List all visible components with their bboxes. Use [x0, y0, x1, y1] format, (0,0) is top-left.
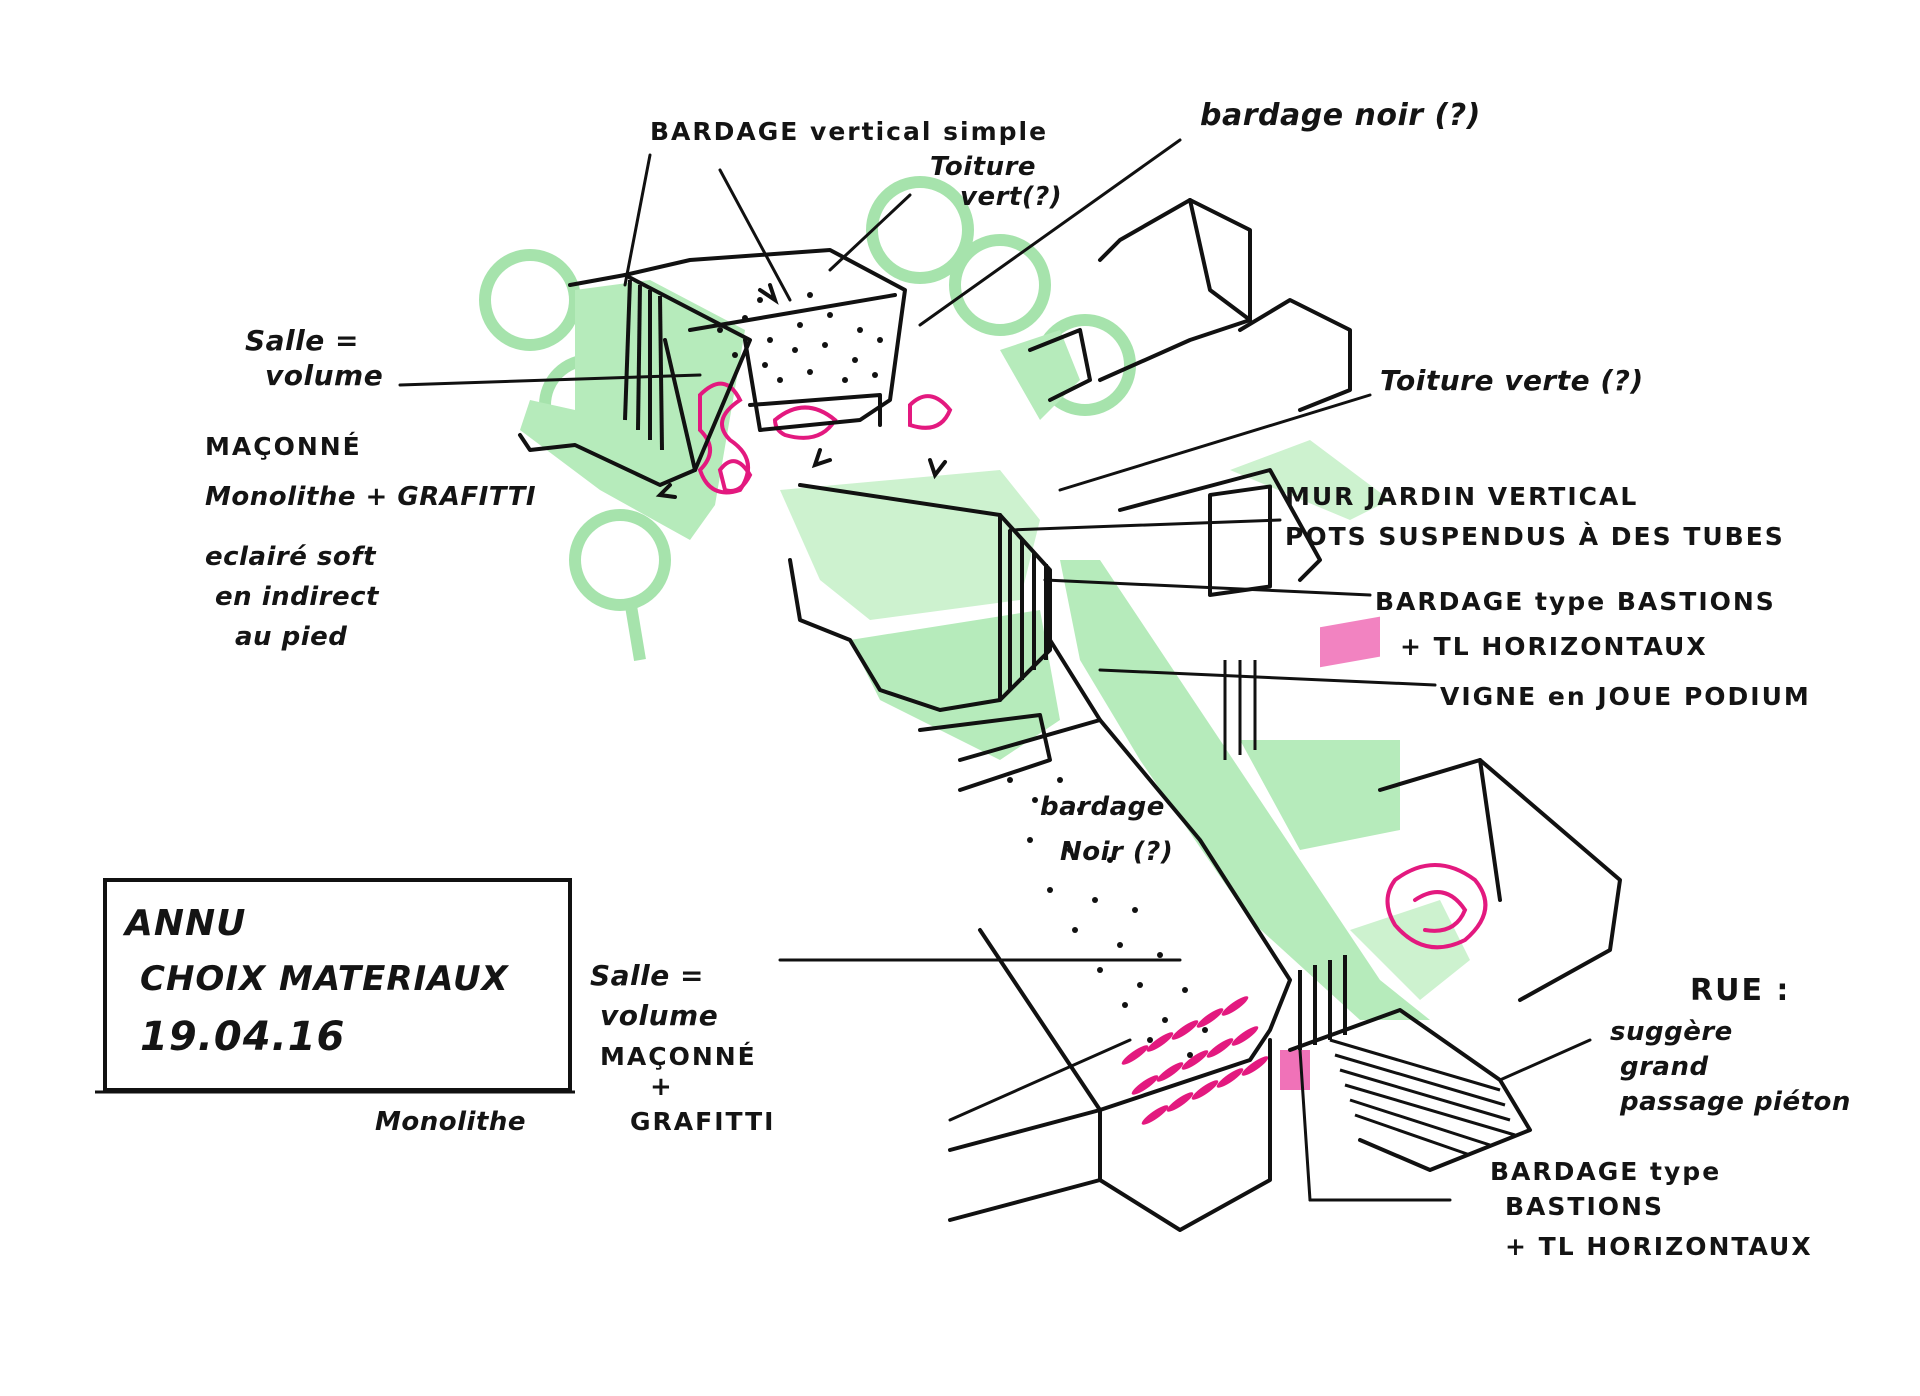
- label-toiture-vert-2: vert(?): [960, 182, 1062, 212]
- label-vigne-podium: VIGNE en JOUE PODIUM: [1440, 682, 1811, 711]
- label-salle-bottom-4: +: [650, 1072, 673, 1102]
- label-monolithe-grafitti-left: Monolithe + GRAFITTI: [205, 482, 536, 512]
- title-box-line-3: 19.04.16: [140, 1014, 345, 1060]
- tree-left-1: [479, 249, 581, 351]
- leader-lines: [398, 138, 1592, 1202]
- label-bardage-tasseaux-1b: + TL HORIZONTAUX: [1400, 632, 1708, 661]
- label-salle-left-1: Salle =: [245, 324, 359, 357]
- title-box-line-2: CHOIX MATERIAUX: [140, 959, 510, 999]
- label-eclairage-1: eclairé soft: [205, 542, 377, 572]
- label-salle-bottom-1: Salle =: [590, 959, 704, 992]
- label-maconne-left: MAÇONNÉ: [205, 432, 362, 461]
- dot-texture: [717, 292, 1208, 1058]
- tree-top-1: [866, 176, 974, 284]
- grafitti-layer: [697, 381, 1488, 1125]
- label-salle-bottom-5: GRAFITTI: [630, 1107, 775, 1136]
- label-bardage-tasseaux-2b: BASTIONS: [1505, 1192, 1664, 1221]
- label-bardage-noir-center-2: Noir (?): [1060, 837, 1173, 867]
- tree-left-3: [569, 509, 671, 611]
- label-mur-jardin-2: POTS SUSPENDUS À DES TUBES: [1285, 522, 1785, 551]
- label-rue-1: RUE :: [1690, 973, 1790, 1008]
- label-rue-3: grand: [1620, 1052, 1709, 1082]
- label-bardage-noir-top: bardage noir (?): [1200, 98, 1481, 133]
- label-rue-4: passage piéton: [1619, 1087, 1851, 1117]
- label-bardage-tasseaux-2a: BARDAGE type: [1490, 1157, 1721, 1186]
- annotation-labels: BARDAGE vertical simple Toiture vert(?) …: [122, 98, 1851, 1261]
- label-bardage-noir-center-1: bardage: [1040, 792, 1165, 822]
- label-bardage-tasseaux-2c: + TL HORIZONTAUX: [1505, 1232, 1813, 1261]
- label-salle-left-2: volume: [265, 359, 383, 392]
- label-eclairage-3: au pied: [235, 622, 347, 652]
- green-vegetation-layer: [479, 176, 1470, 1020]
- label-bardage-tasseaux-1a: BARDAGE type BASTIONS: [1375, 587, 1776, 616]
- label-monolithe-bottom: Monolithe: [375, 1107, 526, 1137]
- building-linework: [518, 198, 1622, 1232]
- label-salle-bottom-2: volume: [600, 999, 718, 1032]
- label-mur-jardin-1: MUR JARDIN VERTICAL: [1285, 482, 1638, 511]
- label-salle-bottom-3: MAÇONNÉ: [600, 1042, 757, 1071]
- label-bardage-vertical: BARDAGE vertical simple: [650, 117, 1048, 146]
- arrows: [655, 283, 947, 499]
- title-box-line-1: ANNU: [122, 903, 246, 944]
- title-box: [103, 878, 572, 1092]
- label-toiture-verte-right: Toiture verte (?): [1380, 364, 1644, 397]
- label-toiture-vert-1: Toiture: [930, 152, 1036, 182]
- label-eclairage-2: en indirect: [215, 582, 380, 612]
- label-rue-2: suggère: [1610, 1017, 1733, 1047]
- tree-top-2: [949, 234, 1051, 336]
